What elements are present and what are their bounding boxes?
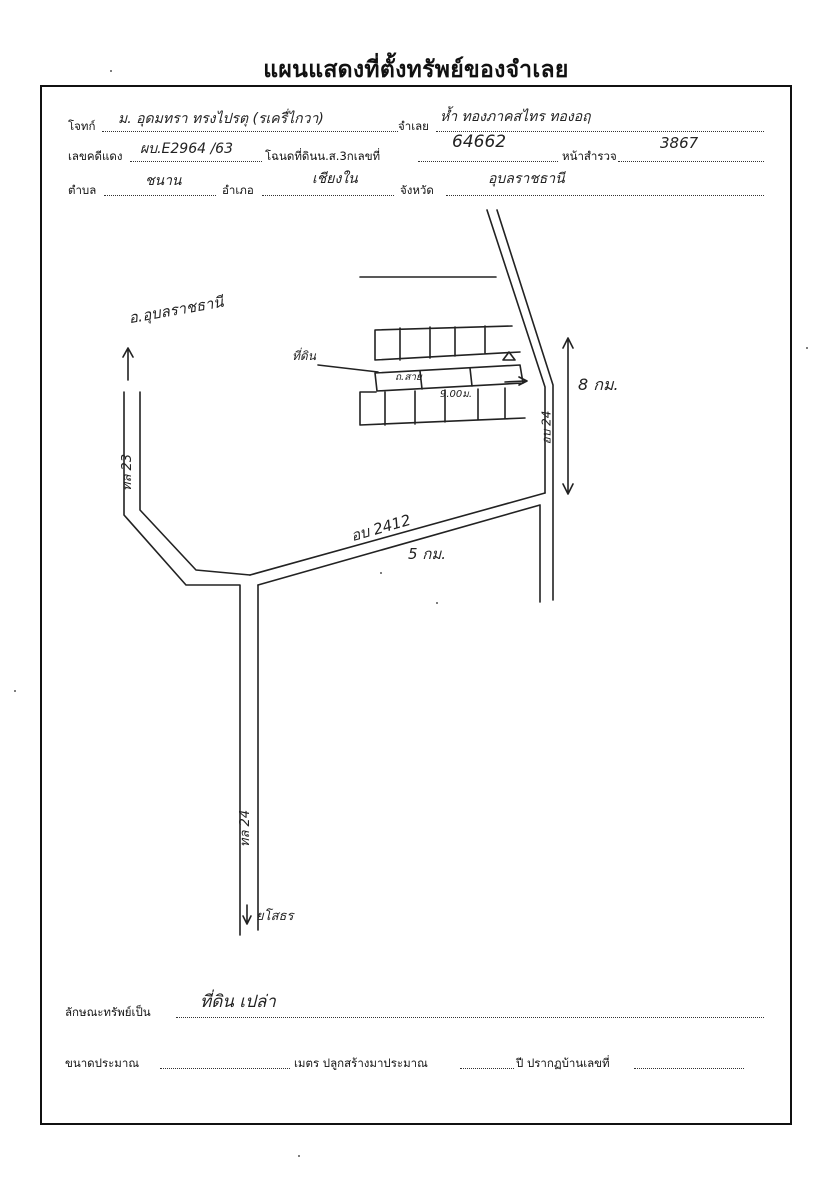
subdistrict-dotted-line — [104, 195, 216, 196]
survey-page-label: หน้าสำรวจ — [562, 149, 617, 163]
road-23-label: ทล 23 — [120, 453, 136, 492]
road-23-inner-edge — [139, 391, 251, 576]
road-2412-lower-edge — [257, 504, 541, 603]
south-destination-label: ยโสธร — [256, 909, 294, 924]
case-no-dotted-line — [130, 161, 262, 162]
road-23-outer-edge — [123, 391, 241, 936]
years-dotted-line — [460, 1068, 514, 1069]
house-no-dotted-line — [634, 1068, 744, 1069]
meter-label: เมตร ปลูกสร้างมาประมาณ — [294, 1056, 428, 1070]
land-pointer-line — [317, 364, 379, 373]
province-dotted-line — [446, 195, 764, 196]
district-label: อำเภอ — [222, 183, 254, 197]
frontage-arrow — [504, 376, 528, 386]
scan-speck — [380, 572, 382, 574]
district-value: เชียงใน — [312, 171, 358, 187]
land-label: ที่ดิน — [292, 349, 316, 363]
plaintiff-value: ม. อุดมทรา ทรงไปรตุ (รเครื่ไกวา) — [118, 111, 324, 127]
deed-value: 64662 — [452, 132, 507, 152]
small-road-label: ถ.สาย — [395, 372, 422, 383]
case-no-label: เลขคดีแดง — [68, 149, 123, 163]
property-type-dotted-line — [176, 1017, 764, 1018]
plot-block-lower — [359, 387, 526, 426]
year-house-label: ปี ปรากฏบ้านเลขที่ — [516, 1056, 610, 1070]
case-no-value: ผบ.E2964 /63 — [140, 141, 233, 157]
road-right-right-edge — [496, 209, 554, 601]
province-value: อุบลราชธานี — [488, 171, 565, 187]
triangle-mark — [502, 351, 516, 361]
survey-page-dotted-line — [618, 161, 764, 162]
defendant-label: จำเลย — [398, 119, 429, 133]
road-2412-upper-edge — [249, 492, 546, 576]
property-type-label: ลักษณะทรัพย์เป็น — [65, 1005, 151, 1019]
scan-speck — [14, 690, 16, 692]
subdistrict-label: ตำบล — [68, 183, 97, 197]
defendant-value: ห้ำ ทองภาคสไทร ทองอฤ — [440, 109, 591, 125]
scan-speck — [806, 347, 808, 349]
province-label: จังหวัด — [400, 183, 434, 197]
document-frame — [40, 85, 792, 1125]
distance-5km-label: 5 กม. — [408, 545, 447, 563]
road-right-label: อบ 24 — [539, 410, 554, 445]
district-dotted-line — [262, 195, 394, 196]
scan-speck — [298, 1155, 300, 1157]
distance-8km-arrow — [562, 337, 574, 495]
parcel-subdivision — [419, 367, 473, 390]
subdistrict-value: ชนาน — [145, 173, 182, 189]
plot-block-upper — [374, 325, 521, 361]
size-dotted-line — [160, 1068, 290, 1069]
size-label: ขนาดประมาณ — [65, 1056, 140, 1070]
south-arrow — [242, 904, 252, 925]
survey-page-value: 3867 — [660, 134, 699, 152]
distance-8km-label: 8 กม. — [578, 375, 619, 394]
plaintiff-label: โจทก์ — [68, 119, 96, 133]
deed-label: โฉนดที่ดินน.ส.3กเลขที่ — [265, 149, 381, 163]
scan-speck — [436, 602, 438, 604]
scan-speck — [110, 70, 112, 72]
defendant-dotted-line — [436, 131, 764, 132]
road-right-left-edge — [486, 209, 546, 494]
property-type-value: ที่ดิน เปล่า — [200, 992, 276, 1012]
north-arrow — [122, 347, 134, 381]
document-title: แผนแสดงที่ตั้งทรัพย์ของจำเลย — [263, 56, 569, 83]
road-24-label: ทล 24 — [238, 809, 254, 848]
frontage-label: 9.00ม. — [440, 389, 473, 400]
deed-dotted-line — [418, 161, 558, 162]
plaintiff-dotted-line — [102, 131, 398, 132]
